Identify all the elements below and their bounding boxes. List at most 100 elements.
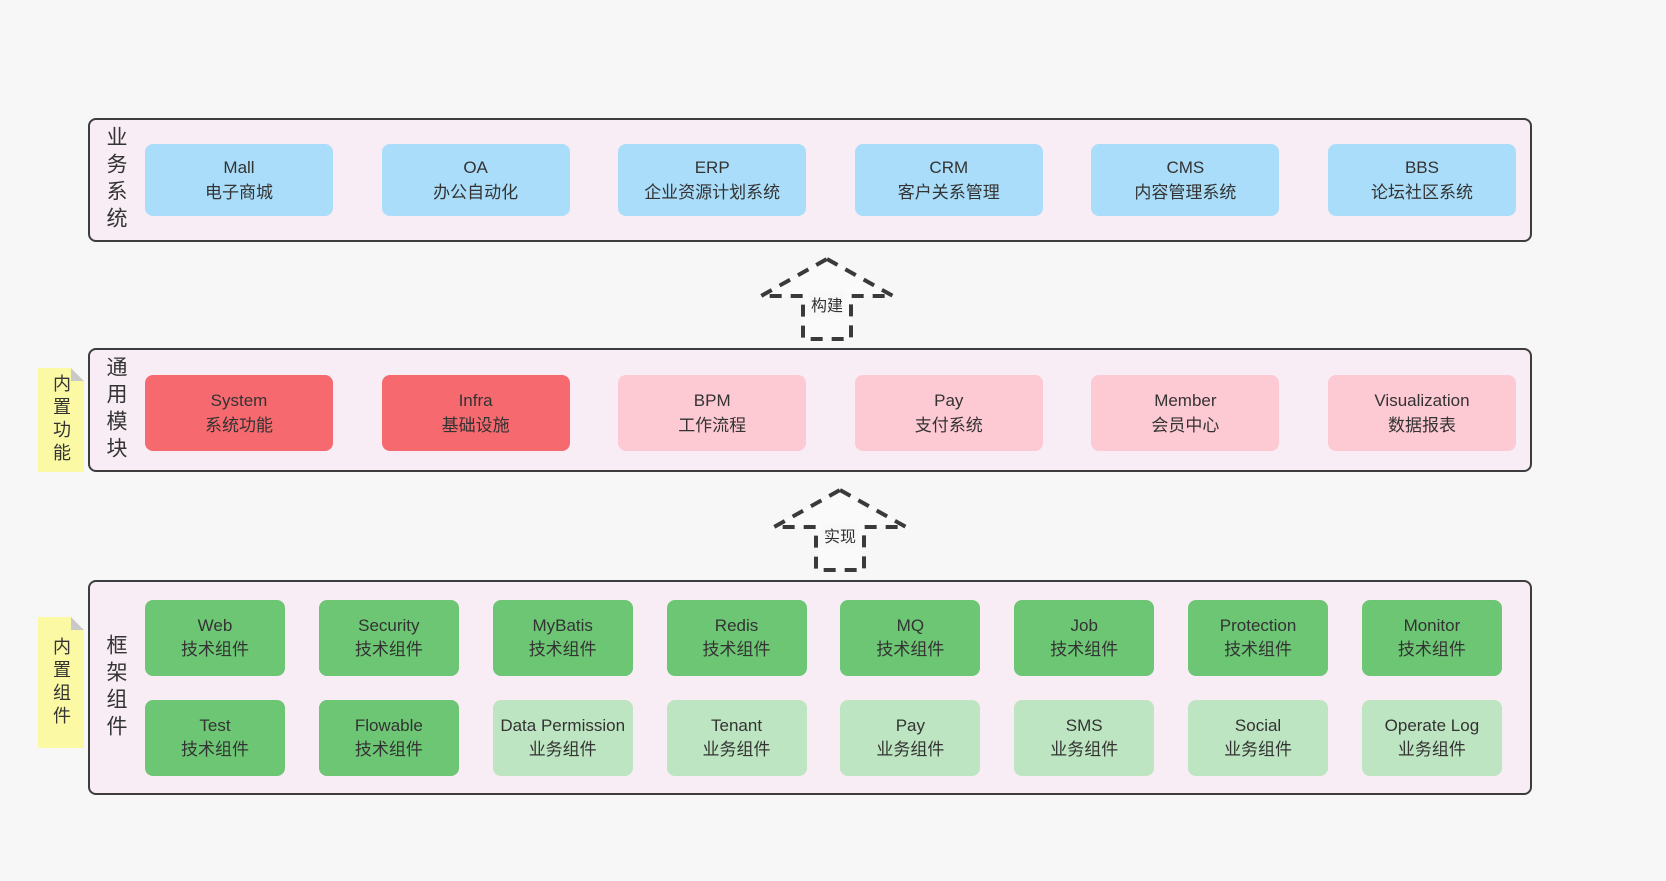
box-subtitle: 系统功能 [205, 416, 273, 435]
band-business-systems: 业务系统 Mall 电子商城 OA 办公自动化 ERP 企业资源计划系统 CRM 客户关系管理… [88, 118, 1532, 242]
box-bbs: BBS 论坛社区系统 [1327, 144, 1516, 216]
box-tenant: Tenant 业务组件 [666, 700, 807, 776]
box-subtitle: 会员中心 [1151, 416, 1220, 435]
box-subtitle: 技术组件 [181, 740, 249, 759]
box-title: Monitor [1403, 616, 1461, 635]
band-label-framework-components: 框架组件 [104, 633, 127, 742]
box-subtitle: 工作流程 [678, 416, 747, 435]
box-subtitle: 业务组件 [876, 740, 945, 759]
box-title: Operate Log [1384, 716, 1480, 735]
box-pay: Pay 业务组件 [840, 700, 981, 776]
box-subtitle: 技术组件 [1397, 640, 1466, 659]
box-title: OA [463, 158, 488, 177]
box-title: Job [1070, 616, 1098, 635]
box-subtitle: 业务组件 [528, 740, 597, 759]
box-subtitle: 业务组件 [1050, 740, 1119, 759]
box-title: Social [1234, 716, 1282, 735]
box-title: Protection [1219, 616, 1297, 635]
box-title: System [210, 391, 268, 410]
box-oa: OA 办公自动化 [381, 144, 570, 216]
box-title: MQ [896, 616, 925, 635]
box-subtitle: 支付系统 [914, 416, 983, 435]
box-title: Flowable [354, 716, 423, 735]
band-rows: Mall 电子商城 OA 办公自动化 ERP 企业资源计划系统 CRM 客户关系管理 CMS 内容… [90, 120, 1530, 240]
box-subtitle: 技术组件 [1050, 640, 1119, 659]
box-title: Web [197, 616, 233, 635]
box-system: System 系统功能 [145, 375, 333, 451]
box-subtitle: 技术组件 [702, 640, 771, 659]
box-title: BBS [1404, 158, 1439, 177]
box-protection: Protection 技术组件 [1188, 600, 1329, 676]
box-sms: SMS 业务组件 [1014, 700, 1155, 776]
box-web: Web 技术组件 [145, 600, 285, 676]
box-flowable: Flowable 技术组件 [318, 700, 459, 776]
box-title: Redis [714, 616, 759, 635]
box-subtitle: 技术组件 [354, 740, 423, 759]
box-title: SMS [1065, 716, 1103, 735]
sticky-note-label: 内置功能 [51, 374, 71, 466]
box-subtitle: 业务组件 [702, 740, 771, 759]
box-title: CRM [929, 158, 969, 177]
box-title: MyBatis [532, 616, 593, 635]
box-subtitle: 电子商城 [205, 183, 273, 202]
build-arrow-label: 构建 [807, 292, 847, 316]
box-pay: Pay 支付系统 [854, 375, 1043, 451]
box-erp: ERP 企业资源计划系统 [618, 144, 807, 216]
box-subtitle: 技术组件 [528, 640, 597, 659]
box-visualization: Visualization 数据报表 [1327, 375, 1516, 451]
box-mybatis: MyBatis 技术组件 [492, 600, 633, 676]
sticky-note-built-in-features: 内置功能 [38, 368, 84, 472]
box-redis: Redis 技术组件 [666, 600, 807, 676]
box-title: Pay [895, 716, 926, 735]
sticky-fold-corner [71, 368, 84, 381]
box-subtitle: 业务组件 [1397, 740, 1466, 759]
box-subtitle: 技术组件 [181, 640, 249, 659]
box-subtitle: 客户关系管理 [897, 183, 1000, 202]
box-monitor: Monitor 技术组件 [1361, 600, 1502, 676]
box-subtitle: 业务组件 [1224, 740, 1293, 759]
box-mq: MQ 技术组件 [840, 600, 981, 676]
box-mall: Mall 电子商城 [145, 144, 333, 216]
box-subtitle: 技术组件 [354, 640, 423, 659]
box-subtitle: 数据报表 [1387, 416, 1456, 435]
box-title: Pay [934, 391, 964, 410]
box-title: Visualization [1374, 391, 1470, 410]
box-subtitle: 企业资源计划系统 [644, 183, 781, 202]
sticky-note-label: 内置组件 [51, 636, 71, 729]
box-cms: CMS 内容管理系统 [1091, 144, 1280, 216]
box-crm: CRM 客户关系管理 [854, 144, 1043, 216]
implement-arrow-label: 实现 [820, 523, 860, 547]
box-subtitle: 办公自动化 [433, 183, 519, 202]
box-title: Tenant [711, 716, 763, 735]
box-title: Member [1154, 391, 1217, 410]
implement-arrow-icon: 实现 [770, 487, 910, 573]
box-member: Member 会员中心 [1091, 375, 1280, 451]
band-label-business-systems: 业务系统 [104, 126, 127, 234]
box-bpm: BPM 工作流程 [618, 375, 807, 451]
box-title: Security [358, 616, 420, 635]
box-title: ERP [694, 158, 730, 177]
box-title: Mall [223, 158, 255, 177]
box-security: Security 技术组件 [318, 600, 459, 676]
box-operate-log: Operate Log 业务组件 [1361, 700, 1502, 776]
box-subtitle: 论坛社区系统 [1370, 183, 1473, 202]
box-subtitle: 技术组件 [876, 640, 945, 659]
module-row: Mall 电子商城 OA 办公自动化 ERP 企业资源计划系统 CRM 客户关系管理 CMS 内容… [145, 144, 1516, 216]
box-job: Job 技术组件 [1014, 600, 1155, 676]
box-subtitle: 内容管理系统 [1134, 183, 1237, 202]
box-title: BPM [693, 391, 731, 410]
box-subtitle: 基础设施 [441, 416, 510, 435]
box-subtitle: 技术组件 [1224, 640, 1293, 659]
box-title: CMS [1166, 158, 1205, 177]
band-label-common-modules: 通用模块 [104, 356, 127, 464]
